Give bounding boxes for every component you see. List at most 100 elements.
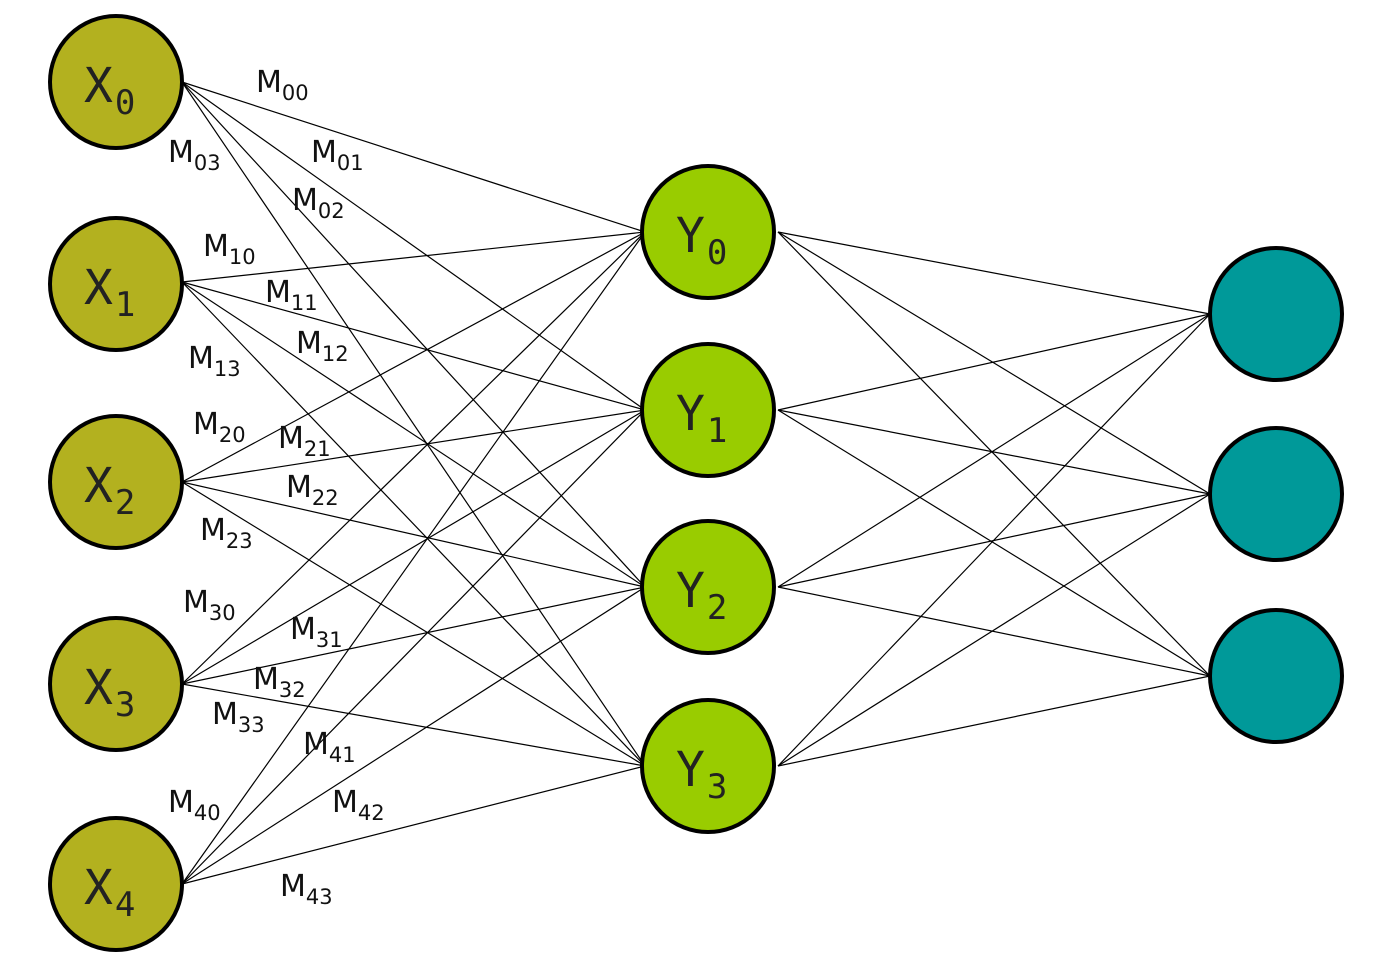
hidden-node-2: Y2 xyxy=(640,519,776,655)
weight-letter: M xyxy=(265,275,291,310)
edge-x1-y1 xyxy=(181,281,646,411)
input-node-2-circle xyxy=(48,414,184,550)
weight-label-m00: M00 xyxy=(256,65,309,105)
weight-letter: M xyxy=(212,697,238,732)
hidden-node-0-subscript: 0 xyxy=(707,233,727,273)
weight-letter: M xyxy=(303,727,329,762)
weight-letter: M xyxy=(168,785,194,820)
input-node-4: X4 xyxy=(48,816,184,952)
hidden-node-2-circle xyxy=(640,519,776,655)
input-node-4-letter: X xyxy=(84,860,113,916)
input-node-1-label: X1 xyxy=(84,260,135,325)
weight-subscript: 22 xyxy=(312,486,339,510)
weight-label-m40: M40 xyxy=(168,785,221,825)
input-node-1-letter: X xyxy=(84,260,113,316)
output-node-2-circle xyxy=(1208,608,1344,744)
weight-subscript: 12 xyxy=(322,342,349,366)
input-node-0-subscript: 0 xyxy=(115,83,135,123)
weight-letter: M xyxy=(296,326,322,361)
hidden-node-3: Y3 xyxy=(640,698,776,834)
weight-label-m43: M43 xyxy=(280,869,333,909)
weight-label-m02: M02 xyxy=(292,183,345,223)
hidden-node-0: Y0 xyxy=(640,164,776,300)
edge-y1-out2 xyxy=(777,409,1211,677)
output-node-0-circle xyxy=(1208,246,1344,382)
hidden-node-1-letter: Y xyxy=(676,386,705,442)
weight-subscript: 11 xyxy=(291,291,318,315)
edge-x4-y3 xyxy=(181,765,646,885)
output-node-1-circle xyxy=(1208,426,1344,562)
input-node-3-label: X3 xyxy=(84,660,135,725)
weight-letter: M xyxy=(183,585,209,620)
weight-letter: M xyxy=(280,869,306,904)
hidden-node-3-label: Y3 xyxy=(676,742,727,807)
hidden-node-2-label: Y2 xyxy=(676,563,727,628)
weight-subscript: 02 xyxy=(318,199,345,223)
input-node-4-subscript: 4 xyxy=(115,885,135,925)
edge-y1-out1 xyxy=(777,409,1211,495)
weight-subscript: 41 xyxy=(329,743,356,767)
input-node-1: X1 xyxy=(48,216,184,352)
weight-label-m03: M03 xyxy=(168,135,221,175)
hidden-node-0-letter: Y xyxy=(676,208,705,264)
weight-label-m22: M22 xyxy=(286,470,339,510)
input-node-2-label: X2 xyxy=(84,458,135,523)
edge-x0-y0 xyxy=(181,81,646,233)
weight-label-m13: M13 xyxy=(188,341,241,381)
input-node-2: X2 xyxy=(48,414,184,550)
weight-label-m11: M11 xyxy=(265,275,318,315)
edge-y0-out0 xyxy=(777,231,1211,315)
hidden-node-1-circle xyxy=(640,342,776,478)
weight-subscript: 10 xyxy=(229,245,256,269)
weight-letter: M xyxy=(193,407,219,442)
weight-subscript: 30 xyxy=(209,601,236,625)
edge-y2-out0 xyxy=(777,313,1211,588)
hidden-node-1-subscript: 1 xyxy=(707,411,727,451)
weight-letter: M xyxy=(253,662,279,697)
output-node-1 xyxy=(1208,426,1344,562)
hidden-node-0-circle xyxy=(640,164,776,300)
edge-x0-y1 xyxy=(181,81,646,411)
weight-label-m33: M33 xyxy=(212,697,265,737)
weight-subscript: 33 xyxy=(238,713,265,737)
weight-letter: M xyxy=(256,65,282,100)
edge-x4-y1 xyxy=(181,409,646,885)
weight-letter: M xyxy=(332,785,358,820)
input-node-2-subscript: 2 xyxy=(115,483,135,523)
weight-label-m41: M41 xyxy=(303,727,356,767)
edge-x1-y3 xyxy=(181,281,646,767)
edge-x0-y2 xyxy=(181,81,646,588)
input-node-1-subscript: 1 xyxy=(115,285,135,325)
hidden-node-2-letter: Y xyxy=(676,563,705,619)
weight-letter: M xyxy=(286,470,312,505)
edge-y1-out0 xyxy=(777,313,1211,411)
edge-y0-out1 xyxy=(777,231,1211,495)
weight-subscript: 31 xyxy=(316,628,343,652)
edge-y0-out2 xyxy=(777,231,1211,677)
edge-y2-out2 xyxy=(777,586,1211,677)
hidden-node-0-label: Y0 xyxy=(676,208,727,273)
edge-x0-y3 xyxy=(181,81,646,767)
weight-letter: M xyxy=(311,135,337,170)
edge-x3-y3 xyxy=(181,683,646,767)
hidden-node-3-letter: Y xyxy=(676,742,705,798)
weight-subscript: 23 xyxy=(226,529,253,553)
hidden-node-3-subscript: 3 xyxy=(707,767,727,807)
weight-subscript: 00 xyxy=(282,81,309,105)
weight-letter: M xyxy=(278,421,304,456)
weight-letter: M xyxy=(203,229,229,264)
weight-subscript: 03 xyxy=(194,151,221,175)
weight-label-m01: M01 xyxy=(311,135,364,175)
edge-x2-y0 xyxy=(181,231,646,483)
output-node-0 xyxy=(1208,246,1344,382)
weight-label-m10: M10 xyxy=(203,229,256,269)
weight-subscript: 13 xyxy=(214,357,241,381)
input-node-2-letter: X xyxy=(84,458,113,514)
input-node-4-circle xyxy=(48,816,184,952)
edge-x2-y2 xyxy=(181,481,646,588)
weight-subscript: 32 xyxy=(279,678,306,702)
weight-subscript: 40 xyxy=(194,801,221,825)
output-node-2 xyxy=(1208,608,1344,744)
